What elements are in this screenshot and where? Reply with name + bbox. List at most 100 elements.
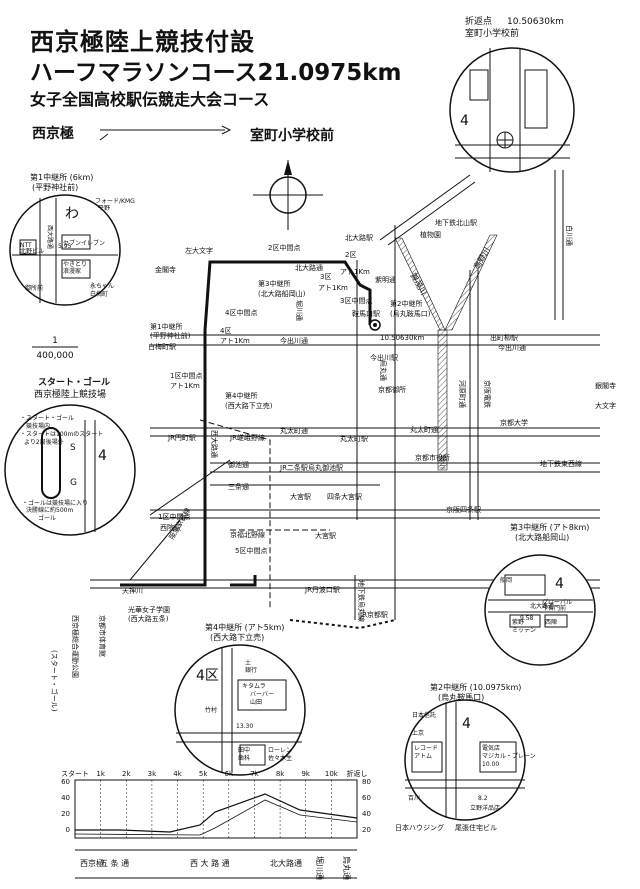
- svg-text:上京: 上京: [412, 729, 424, 737]
- svg-text:北大路通: 北大路通: [530, 602, 554, 610]
- elevation-km-label: 6k: [225, 770, 234, 778]
- svg-text:京福北野線: 京福北野線: [230, 530, 265, 539]
- svg-text:左大文字: 左大文字: [185, 246, 213, 255]
- svg-text:高野川: 高野川: [471, 245, 492, 271]
- elevation-street-label: 西 大 路 通: [190, 858, 230, 868]
- elevation-profile: [75, 793, 358, 833]
- svg-text:第2中継所: 第2中継所: [390, 299, 422, 308]
- svg-text:丸太町駅: 丸太町駅: [340, 434, 368, 443]
- svg-text:白梅町: 白梅町: [90, 290, 108, 298]
- svg-text:大宮駅: 大宮駅: [315, 531, 336, 540]
- svg-text:烏丸通: 烏丸通: [379, 360, 388, 381]
- svg-text:西大路通: 西大路通: [46, 225, 54, 249]
- svg-text:第4中継所: 第4中継所: [225, 391, 257, 400]
- stadium-track: [41, 427, 61, 499]
- svg-text:西京極総合運動公園: 西京極総合運動公園: [71, 615, 80, 678]
- elevation-km-label: 8k: [276, 770, 285, 778]
- svg-text:紫明通: 紫明通: [375, 275, 396, 284]
- svg-text:白川通: 白川通: [565, 225, 574, 246]
- turnaround-place: 室町小学校前: [465, 27, 519, 39]
- road-network: [90, 170, 600, 620]
- svg-text:JR円町駅: JR円町駅: [167, 434, 196, 442]
- elevation-street-label: 北大路通: [270, 858, 302, 868]
- svg-text:地下鉄東西線: 地下鉄東西線: [540, 459, 582, 468]
- svg-text:歯科: 歯科: [238, 754, 250, 762]
- svg-text:第1中継所: 第1中継所: [150, 322, 182, 331]
- svg-text:アト1Km: アト1Km: [220, 337, 250, 345]
- svg-text:浪漫家: 浪漫家: [63, 267, 81, 275]
- svg-text:S: S: [70, 443, 76, 453]
- svg-text:9.58: 9.58: [520, 615, 534, 622]
- elevation-km-label: 4k: [173, 770, 182, 778]
- svg-text:今宮門前: 今宮門前: [542, 604, 566, 612]
- svg-text:西院駅: 西院駅: [160, 523, 181, 532]
- svg-text:5.95: 5.95: [58, 243, 72, 250]
- cp2-label: 第2中継所 (10.0975km): [430, 682, 521, 692]
- start-goal-place: 西京極陸上競技場: [34, 388, 106, 400]
- svg-text:4: 4: [98, 448, 107, 464]
- scale-num: 1: [52, 336, 58, 346]
- turnaround-label: 折返点: [465, 15, 492, 27]
- svg-text:3区中間点: 3区中間点: [340, 296, 372, 305]
- svg-text:決勝線に約500m: 決勝線に約500m: [26, 506, 73, 514]
- svg-text:より2周後場外: より2周後場外: [24, 438, 64, 446]
- turnaround-dist: 10.50630km: [507, 17, 564, 27]
- elevation-y-label-right: 80: [362, 778, 371, 786]
- cp1-inset-circle: [9, 194, 121, 306]
- elevation-street-label: 烏丸通: [342, 856, 352, 880]
- svg-text:出町柳駅: 出町柳駅: [490, 333, 518, 342]
- svg-text:フォード/KMG: フォード/KMG: [95, 198, 135, 205]
- svg-text:土: 土: [245, 659, 251, 667]
- svg-text:バーバー: バーバー: [250, 691, 274, 698]
- svg-text:わ: わ: [65, 206, 79, 222]
- svg-text:御池通: 御池通: [228, 460, 249, 469]
- svg-text:京都大学: 京都大学: [500, 418, 528, 427]
- svg-text:グローバル: グローバル: [542, 598, 572, 606]
- cp2-inset-circle: [404, 699, 526, 821]
- title-line1: 西京極陸上競技付設: [30, 28, 255, 56]
- svg-text:大宮駅: 大宮駅: [290, 492, 311, 501]
- svg-text:尾張住宅ビル: 尾張住宅ビル: [455, 823, 497, 832]
- kamogawa-river: [437, 329, 448, 471]
- svg-text:セブンイレブン: セブンイレブン: [63, 239, 105, 247]
- svg-text:植物園: 植物園: [420, 230, 441, 239]
- svg-text:船岡: 船岡: [500, 576, 512, 584]
- svg-text:鴨川: 鴨川: [438, 455, 447, 469]
- svg-text:四条大宮駅: 四条大宮駅: [327, 492, 362, 501]
- elevation-km-label: 2k: [122, 770, 131, 778]
- svg-text:御所前: 御所前: [25, 284, 43, 292]
- elevation-y-label-left: 60: [61, 778, 70, 786]
- turnaround-inset-circle: [449, 47, 575, 173]
- svg-text:ミッテン: ミッテン: [512, 627, 536, 634]
- svg-text:G: G: [70, 478, 77, 488]
- cp1-label: 第1中継所 (6km): [30, 172, 93, 182]
- elevation-y-label-left: 0: [66, 826, 70, 834]
- svg-text:(平野神社前): (平野神社前): [150, 331, 191, 340]
- svg-text:・スタート・ゴール: ・スタート・ゴール: [20, 414, 74, 422]
- svg-text:山田: 山田: [250, 698, 262, 706]
- svg-text:アトム: アトム: [414, 753, 432, 760]
- elevation-y-label-left: 40: [61, 794, 70, 802]
- direction-from: 西京極: [32, 125, 74, 142]
- svg-text:百川: 百川: [408, 795, 420, 802]
- svg-text:堀川通: 堀川通: [295, 300, 304, 321]
- svg-text:(烏丸鞍馬口): (烏丸鞍馬口): [390, 309, 431, 318]
- cp3-label: 第3中継所 (アト8km): [510, 522, 589, 532]
- svg-text:1区中間点: 1区中間点: [158, 512, 190, 521]
- svg-text:賀茂川: 賀茂川: [408, 271, 429, 297]
- takano-river: [444, 234, 498, 331]
- cp4-sub: (西大路下立売): [210, 632, 264, 642]
- elevation-y-label-right: 40: [362, 810, 371, 818]
- svg-text:紫野: 紫野: [512, 618, 524, 626]
- svg-text:京都市体育館: 京都市体育館: [98, 615, 107, 657]
- svg-text:(スタート・ゴール): (スタート・ゴール): [50, 650, 59, 712]
- elevation-km-label: スタート: [61, 769, 89, 778]
- svg-text:北野ビル: 北野ビル: [20, 247, 44, 255]
- svg-text:大文字: 大文字: [595, 401, 616, 410]
- svg-text:佐々木生: 佐々木生: [268, 754, 292, 762]
- elevation-street-label: 五 条 通: [100, 858, 129, 868]
- svg-text:8.2: 8.2: [478, 795, 488, 802]
- elevation-y-label-right: 20: [362, 826, 371, 834]
- svg-text:烏丸御池駅: 烏丸御池駅: [308, 463, 343, 472]
